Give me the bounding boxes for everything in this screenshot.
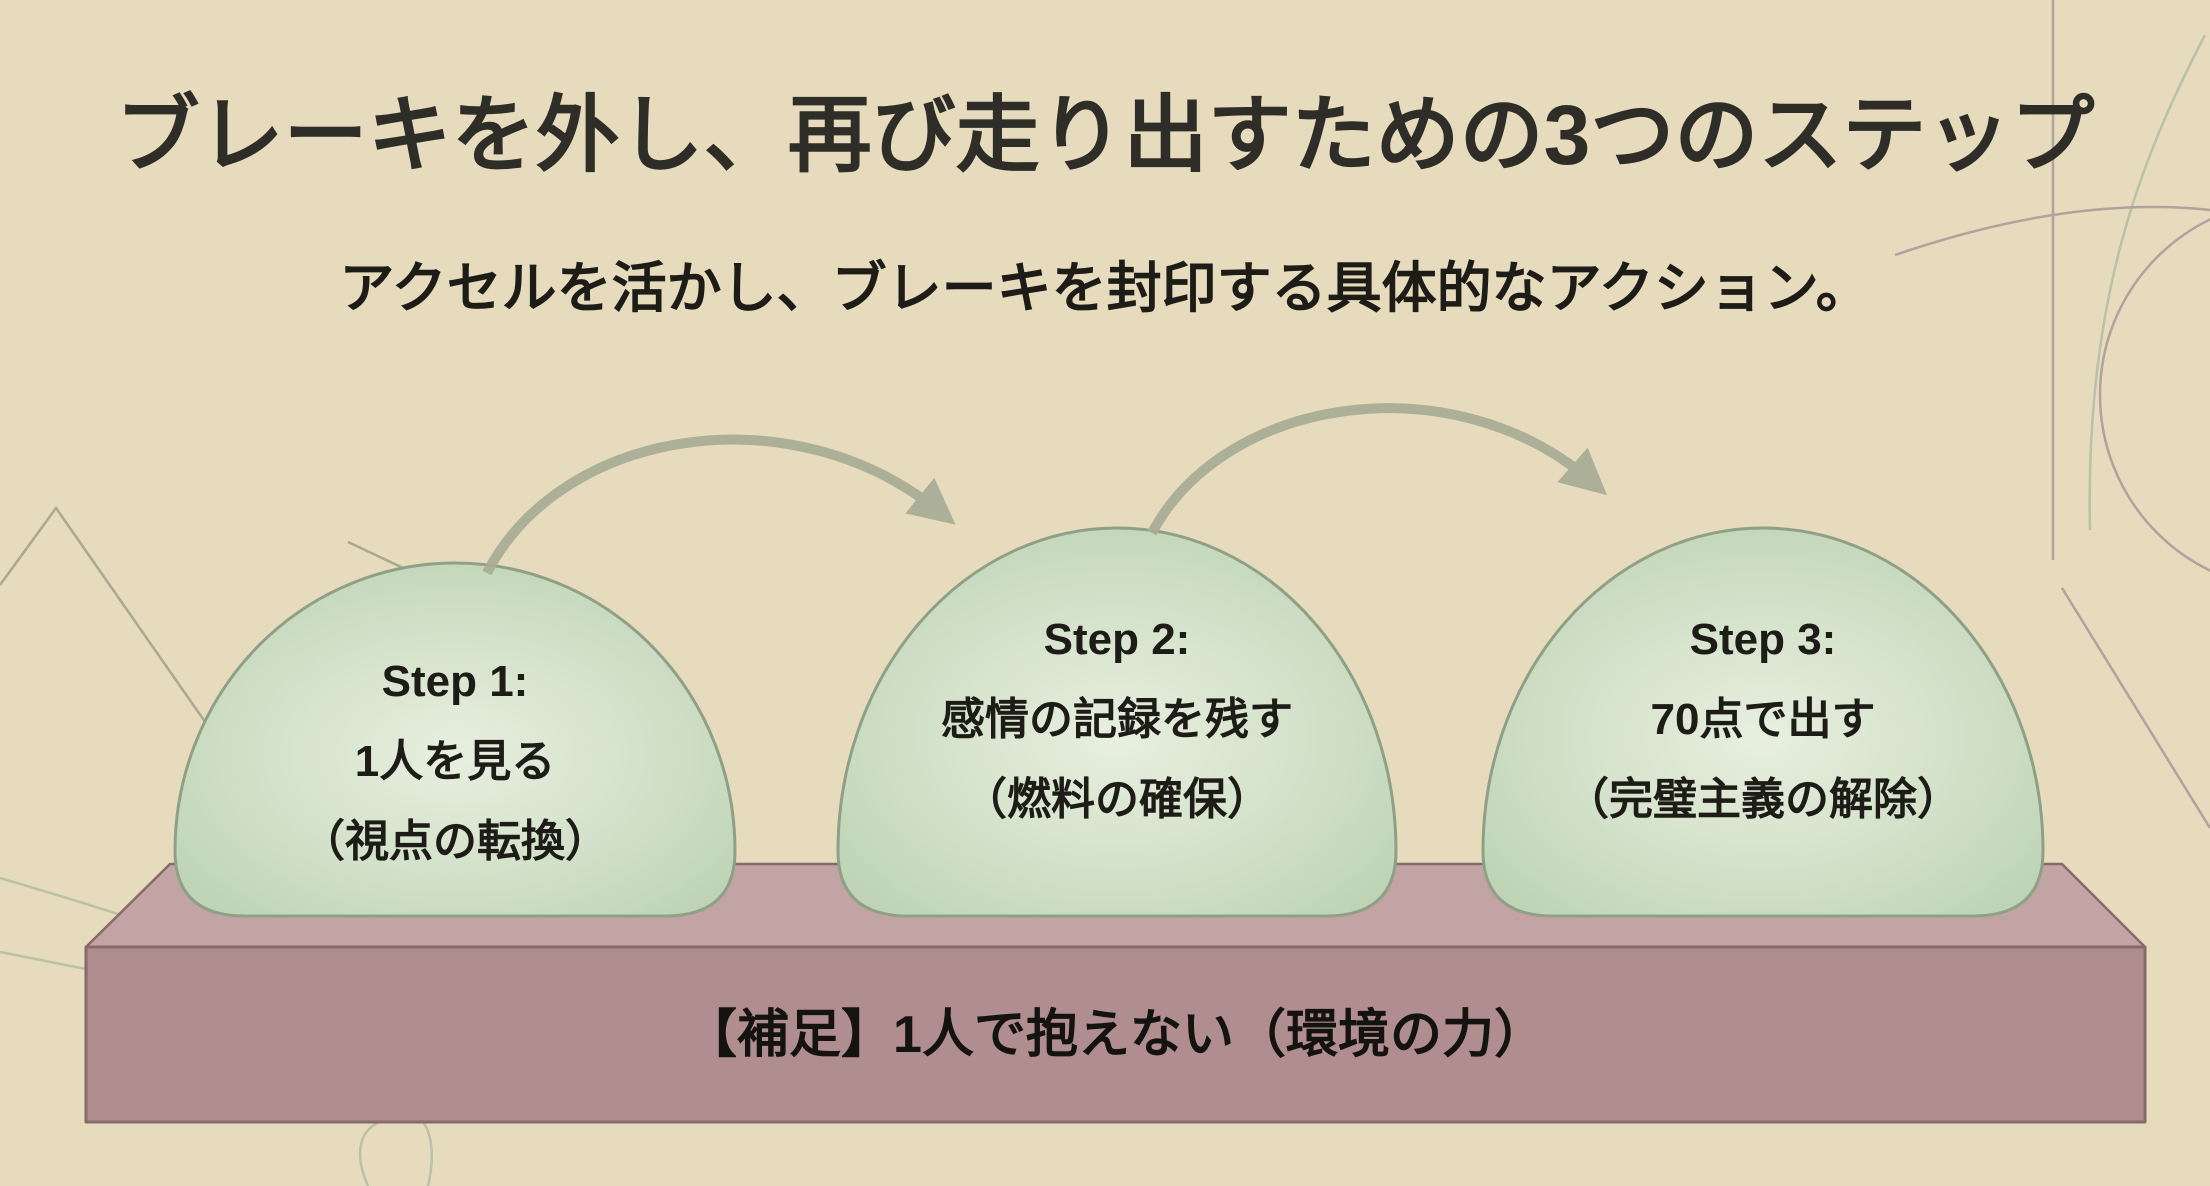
step-3-dome	[1481, 526, 2045, 918]
step-1-label: Step 1:	[381, 657, 529, 706]
step-2-text: Step 2: 感情の記録を残す （燃料の確保）	[838, 600, 1396, 840]
platform-front-face	[84, 945, 2147, 1124]
step-3-line1: 70点で出す	[1650, 695, 1876, 744]
step-1-text: Step 1: 1人を見る （視点の転換）	[175, 642, 735, 882]
curve-decoration-mauve-topright	[1894, 205, 2210, 257]
slide-subtitle: アクセルを活かし、ブレーキを封印する具体的なアクション。	[339, 257, 1871, 319]
step-1-dome	[173, 561, 737, 918]
curve-decoration-green-topright	[2088, 34, 2207, 531]
step-3-line2: （完璧主義の解除）	[1565, 775, 1961, 824]
arrow-step2-to-step3	[1147, 403, 1608, 536]
step-2-line2: （燃料の確保）	[963, 775, 1271, 824]
slide-title: ブレーキを外し、再び走り出すための3つのステップ	[115, 88, 2095, 182]
step-2-label: Step 2:	[1043, 615, 1191, 664]
circle-decoration-right	[2098, 218, 2210, 572]
step-2-line1: 感情の記録を残す	[941, 695, 1293, 744]
leaf-decoration-bottom-b	[421, 1120, 434, 1186]
arrow-step1-to-step2	[482, 434, 956, 576]
leaf-decoration-bottom-a	[358, 1119, 383, 1186]
step-3-text: Step 3: 70点で出す （完璧主義の解除）	[1483, 600, 2043, 840]
step-3-label: Step 3:	[1689, 615, 1837, 664]
diagonal-line-decoration	[2060, 587, 2210, 829]
step-2-dome	[836, 526, 1398, 918]
step-1-line2: （視点の転換）	[301, 817, 609, 866]
step-1-line1: 1人を見る	[354, 737, 556, 786]
base-note: 【補足】1人で抱えない（環境の力）	[685, 1006, 1546, 1064]
